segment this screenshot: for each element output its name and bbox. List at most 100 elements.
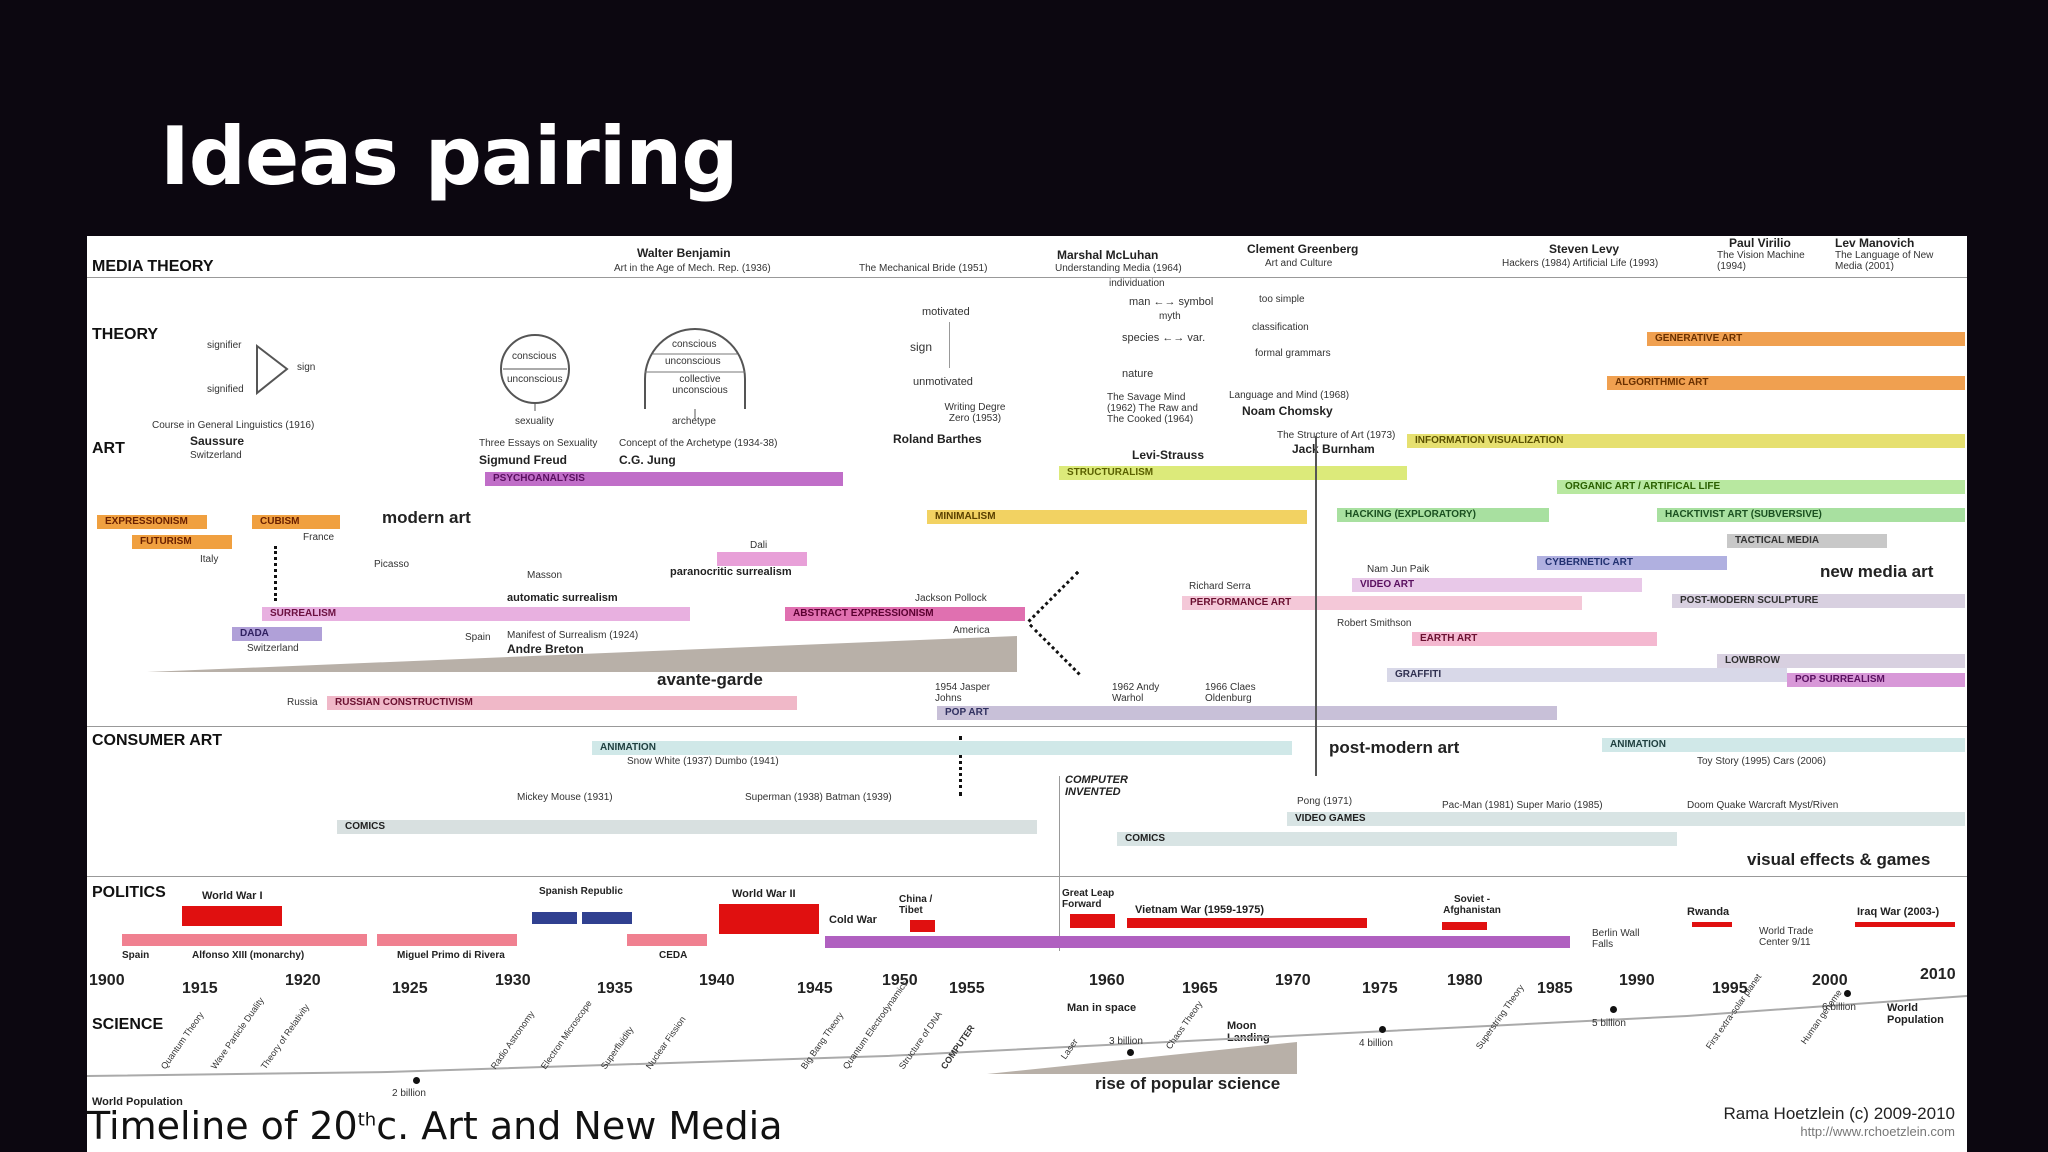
person-breton: Andre Breton <box>507 642 584 656</box>
label-modern-art: modern art <box>382 508 471 527</box>
bar-comics-modern: COMICS <box>1117 832 1677 846</box>
label-spain-politics: Spain <box>122 950 150 961</box>
label-wtc: World Trade Center 9/11 <box>1759 926 1814 948</box>
bar-dali <box>717 552 807 566</box>
levi-works: The Savage Mind (1962) The Raw and The C… <box>1107 392 1198 425</box>
avante-garde-wedge <box>147 636 1017 672</box>
bar-abstract-expressionism: ABSTRACT EXPRESSIONISM <box>785 607 1025 621</box>
label-ceda: CEDA <box>659 950 688 961</box>
bar-post-modern-sculpture: POST-MODERN SCULPTURE <box>1672 594 1965 608</box>
person-manovich: Lev Manovich <box>1835 236 1915 250</box>
levi-species: species ←→ var. <box>1122 332 1206 344</box>
label-mickey: Mickey Mouse (1931) <box>517 792 613 803</box>
person-levi-strauss: Levi-Strauss <box>1132 448 1205 462</box>
virilio-work: The Vision Machine (1994) <box>1717 250 1805 272</box>
label-ww2: World War II <box>732 888 796 900</box>
label-spanish-republic: Spanish Republic <box>539 886 623 897</box>
levi-individuation: individuation <box>1109 278 1165 289</box>
bar-rwanda <box>1692 922 1732 927</box>
label-avante-garde: avante-garde <box>657 670 763 689</box>
label-serra: Richard Serra <box>1189 581 1251 592</box>
barthes-axis <box>949 322 950 368</box>
year-1915: 1915 <box>182 980 218 997</box>
label-berlin-wall: Berlin Wall Falls <box>1592 928 1640 950</box>
year-1920: 1920 <box>285 972 321 989</box>
year-1980: 1980 <box>1447 972 1483 989</box>
saussure-sign: sign <box>297 362 316 373</box>
freud-unconscious: unconscious <box>507 374 563 385</box>
year-1965: 1965 <box>1182 980 1218 997</box>
bar-soviet-afghan <box>1442 922 1487 930</box>
bar-lowbrow: LOWBROW <box>1717 654 1965 668</box>
person-greenberg: Clement Greenberg <box>1247 242 1359 256</box>
label-cold-war: Cold War <box>829 914 877 926</box>
jung-archetype: archetype <box>672 416 716 427</box>
year-2000: 2000 <box>1812 972 1848 989</box>
mcluhan-work: Understanding Media (1964) <box>1055 263 1182 274</box>
bar-video-art: VIDEO ART <box>1352 578 1642 592</box>
label-russia: Russia <box>287 697 318 708</box>
bar-ww1 <box>182 906 282 926</box>
label-doom: Doom Quake Warcraft Myst/Riven <box>1687 800 1839 811</box>
bar-great-leap <box>1070 914 1115 928</box>
label-rise-popular-science: rise of popular science <box>1095 1074 1281 1093</box>
chomsky-formal: formal grammars <box>1255 348 1331 359</box>
year-1995: 1995 <box>1712 980 1748 997</box>
bar-futurism: FUTURISM <box>132 535 232 549</box>
person-saussure: Saussure <box>190 434 245 448</box>
burnham-work: The Structure of Art (1973) <box>1277 430 1396 441</box>
pop-dot-2b <box>413 1077 420 1084</box>
freud-conscious: conscious <box>512 351 557 362</box>
label-pop-4b: 4 billion <box>1359 1038 1393 1049</box>
bar-structuralism: STRUCTURALISM <box>1059 466 1407 480</box>
person-mcluhan: Marshal McLuhan <box>1057 248 1159 262</box>
bar-cubism: CUBISM <box>252 515 340 529</box>
year-2010: 2010 <box>1920 966 1956 983</box>
label-computer-invented: COMPUTER INVENTED <box>1065 774 1128 798</box>
pop-dot-3b <box>1127 1049 1134 1056</box>
section-consumer-art: CONSUMER ART <box>92 732 223 749</box>
dada-country: Switzerland <box>247 643 299 654</box>
section-theory: THEORY <box>92 326 159 343</box>
population-curve <box>87 995 1967 1077</box>
greenberg-work: Art and Culture <box>1265 258 1333 269</box>
mechanical-bride: The Mechanical Bride (1951) <box>859 263 988 274</box>
bar-surrealism: SURREALISM <box>262 607 690 621</box>
divider-media-theory <box>87 277 1967 278</box>
bar-republic-b <box>582 912 632 924</box>
person-chomsky: Noam Chomsky <box>1242 404 1333 418</box>
label-soviet-afghan: Soviet - Afghanistan <box>1443 894 1501 916</box>
label-paranoiac-surrealism: paranocritic surrealism <box>670 566 792 578</box>
bar-algorithmic-art: ALGORITHMIC ART <box>1607 376 1965 390</box>
bar-performance-art: PERFORMANCE ART <box>1182 596 1582 610</box>
footer-title-sup: th <box>357 1109 377 1131</box>
label-automatic-surrealism: automatic surrealism <box>507 592 618 604</box>
label-snow-white: Snow White (1937) Dumbo (1941) <box>627 756 779 767</box>
bar-video-games: VIDEO GAMES <box>1287 812 1965 826</box>
slide-title: Ideas pairing <box>160 110 739 203</box>
label-visual-effects: visual effects & games <box>1747 850 1931 869</box>
label-rwanda: Rwanda <box>1687 906 1730 918</box>
bar-generative-art: GENERATIVE ART <box>1647 332 1965 346</box>
person-barthes: Roland Barthes <box>893 432 982 446</box>
barthes-motivated: motivated <box>922 306 970 318</box>
bar-spain-monarchy <box>122 934 367 946</box>
year-1925: 1925 <box>392 980 428 997</box>
freud-mind-icon <box>500 334 570 411</box>
year-1955: 1955 <box>949 980 985 997</box>
footer-title-rest: c. Art and New Media <box>376 1104 783 1148</box>
bar-ceda <box>627 934 707 946</box>
saussure-work: Course in General Linguistics (1916) <box>152 420 315 431</box>
person-burnham: Jack Burnham <box>1292 442 1375 456</box>
saussure-signifier: signifier <box>207 340 242 351</box>
benjamin-work: Art in the Age of Mech. Rep. (1936) <box>614 263 771 274</box>
label-iraq: Iraq War (2003-) <box>1857 906 1940 918</box>
bar-tactical-media: TACTICAL MEDIA <box>1727 534 1887 548</box>
label-pacman: Pac-Man (1981) Super Mario (1985) <box>1442 800 1603 811</box>
label-france: France <box>303 532 335 543</box>
bar-animation-modern: ANIMATION <box>1602 738 1965 752</box>
bar-russian-constructivism: RUSSIAN CONSTRUCTIVISM <box>327 696 797 710</box>
bar-minimalism: MINIMALISM <box>927 510 1307 524</box>
section-media-theory: MEDIA THEORY <box>92 258 214 275</box>
label-oldenburg: 1966 Claes Oldenburg <box>1205 682 1256 704</box>
